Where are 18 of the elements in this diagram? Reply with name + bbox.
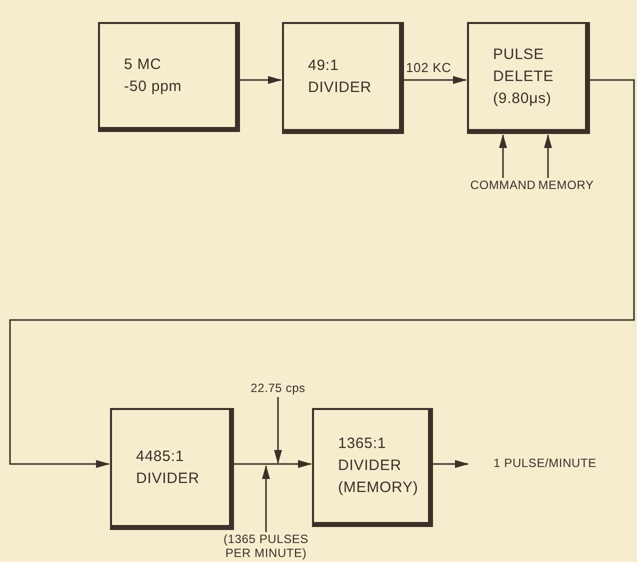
- block-box: 49:1 DIVIDER: [282, 22, 404, 134]
- arrow: [9, 79, 635, 468]
- block-box: 1365:1 DIVIDER (MEMORY): [312, 408, 433, 527]
- signal-label: (1365 PULSES PER MINUTE): [206, 532, 326, 560]
- arrow: [433, 460, 469, 468]
- block-box: PULSE DELETE (9.80μs): [467, 22, 590, 134]
- edge-label: 102 KC: [406, 59, 452, 77]
- arrow: [274, 397, 282, 464]
- block-box: 5 MC -50 ppm: [98, 22, 240, 132]
- signal-label: 22.75 cps: [236, 381, 320, 397]
- signal-label: 1 PULSE/MINUTE: [470, 456, 620, 472]
- block-box: 4485:1 DIVIDER: [110, 408, 234, 530]
- arrow: [499, 134, 507, 178]
- arrow: [404, 76, 467, 84]
- arrow: [544, 134, 552, 178]
- arrow: [240, 76, 282, 84]
- arrow: [262, 465, 270, 532]
- arrow: [234, 460, 312, 468]
